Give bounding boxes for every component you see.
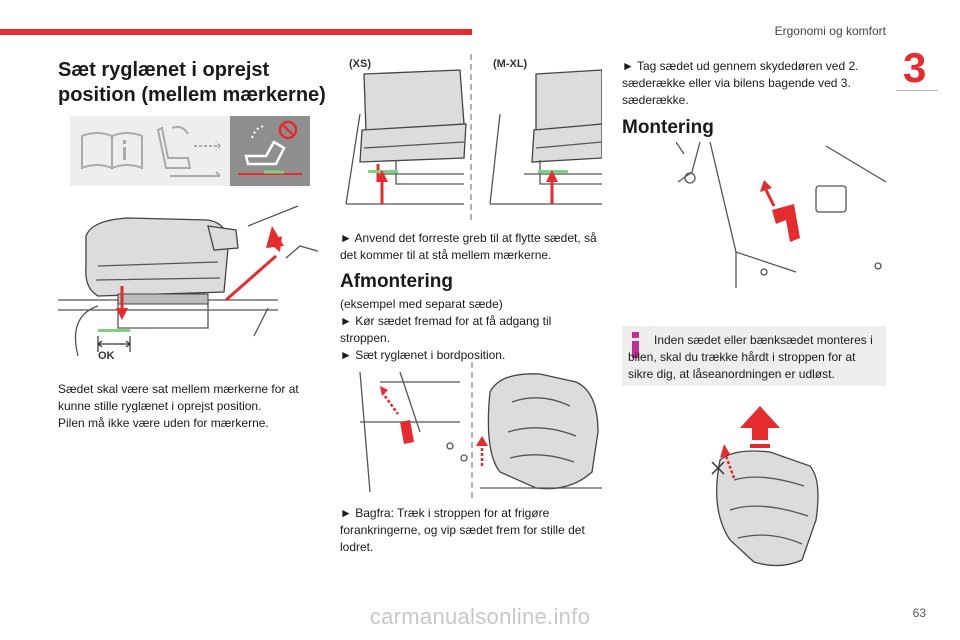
info-icon: [628, 332, 644, 358]
seat-recline-icon: [156, 125, 221, 177]
seat-illustration-ok: [58, 196, 329, 366]
seat-ok-svg: [58, 205, 329, 357]
col1-body-text: Sædet skal være sat mellem mærkerne for …: [58, 382, 299, 430]
col2-step-move-seat: ► Anvend det forreste greb til at flytte…: [340, 231, 597, 262]
header-accent-bar: [0, 29, 472, 35]
section-title: Ergonomi og komfort: [774, 24, 886, 38]
col2-removal-intro: (eksempel med separat sæde) ► Kør sædet …: [340, 297, 552, 362]
seat-restricted-icon: [238, 120, 302, 175]
chapter-number: 3: [903, 44, 927, 91]
mounting-illustration: [675, 141, 887, 288]
seat-size-illustration: [340, 54, 603, 222]
chapter-divider: [896, 90, 938, 91]
removal-svg: [359, 362, 602, 500]
info-text: Inden sædet eller bænksædet monteres i b…: [628, 333, 873, 381]
ok-label: OK: [98, 350, 115, 362]
col2-step-release-strap: ► Bagfra: Træk i stroppen for at frigøre…: [340, 506, 585, 554]
col3-step-remove-seat: ► Tag sædet ud gennem skydedøren ved 2. …: [622, 59, 859, 107]
info-box: [622, 326, 886, 386]
mounting-svg: [675, 141, 887, 288]
heading-afmontering: Afmontering: [340, 271, 453, 292]
pictogram-svg: [81, 116, 310, 186]
size-label-mxl: (M-XL): [493, 58, 528, 70]
strap-test-svg: [711, 406, 819, 567]
size-label-xs: (XS): [349, 58, 371, 70]
heading-montering: Montering: [622, 117, 714, 138]
removal-illustration: [340, 362, 602, 500]
strap-test-illustration: [690, 400, 840, 570]
page-number: 63: [912, 606, 926, 620]
seat-size-svg: [345, 54, 603, 222]
pictogram-strip: [70, 116, 310, 186]
watermark: carmanualsonline.info: [369, 604, 591, 629]
manual-book-icon: [81, 132, 143, 170]
page-title: Sæt ryglænet i oprejst position (mellem …: [58, 59, 326, 106]
